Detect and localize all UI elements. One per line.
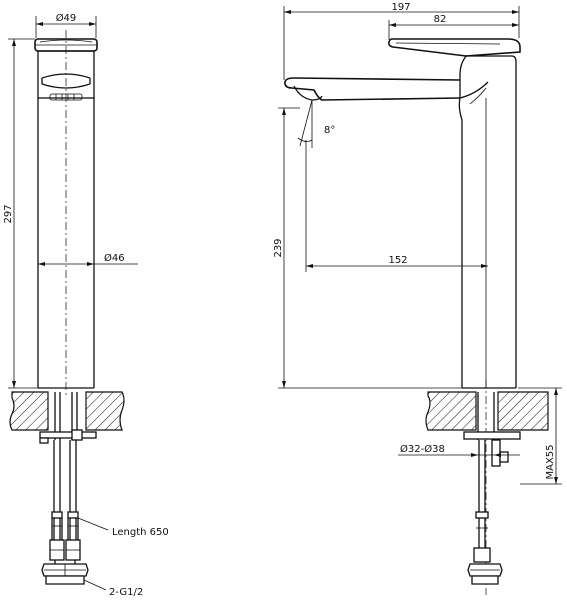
- side-total-width-dimension: 197: [283, 2, 520, 80]
- side-body-column: [458, 55, 517, 389]
- front-thread-label: 2-G1/2: [109, 587, 143, 598]
- front-thread-callout: 2-G1/2: [83, 579, 143, 598]
- side-spout-reach-dimension: 152: [305, 140, 488, 272]
- side-countertop: [425, 391, 549, 431]
- front-top-diameter-dimension: Ø49: [35, 12, 97, 38]
- side-spout: [284, 77, 489, 105]
- side-max-thickness-dimension: MAX55: [518, 387, 562, 485]
- side-angle-label: 8°: [324, 125, 335, 136]
- side-hole-diameter-label: Ø32-Ø38: [400, 443, 445, 455]
- front-countertop: [9, 391, 125, 431]
- front-mounting-assembly: [39, 392, 97, 585]
- front-hose-length-label: Length 650: [112, 527, 169, 538]
- side-handle-length-dimension: 82: [388, 14, 519, 40]
- side-aerator-angle-dimension: 8°: [297, 99, 335, 148]
- side-max-thickness-label: MAX55: [545, 444, 556, 479]
- front-view: Ø49: [3, 12, 169, 598]
- front-height-label: 297: [3, 204, 14, 223]
- front-top-diameter-label: Ø49: [56, 12, 77, 24]
- front-height-dimension: 297: [3, 38, 38, 389]
- side-total-width-label: 197: [391, 2, 410, 13]
- front-body-diameter-label: Ø46: [104, 252, 125, 264]
- side-hole-diameter-dimension: Ø32-Ø38: [398, 443, 520, 457]
- front-hose-length-callout: Length 650: [77, 517, 169, 538]
- side-handle-length-label: 82: [434, 14, 447, 25]
- side-view: 197 82: [273, 2, 562, 595]
- side-spout-reach-label: 152: [388, 255, 407, 266]
- side-spout-height-label: 239: [273, 238, 284, 257]
- side-mounting-assembly: [463, 392, 521, 585]
- side-handle-lever: [388, 38, 521, 57]
- front-body-diameter-dimension: Ø46: [38, 252, 138, 266]
- side-spout-height-dimension: 239: [273, 107, 462, 389]
